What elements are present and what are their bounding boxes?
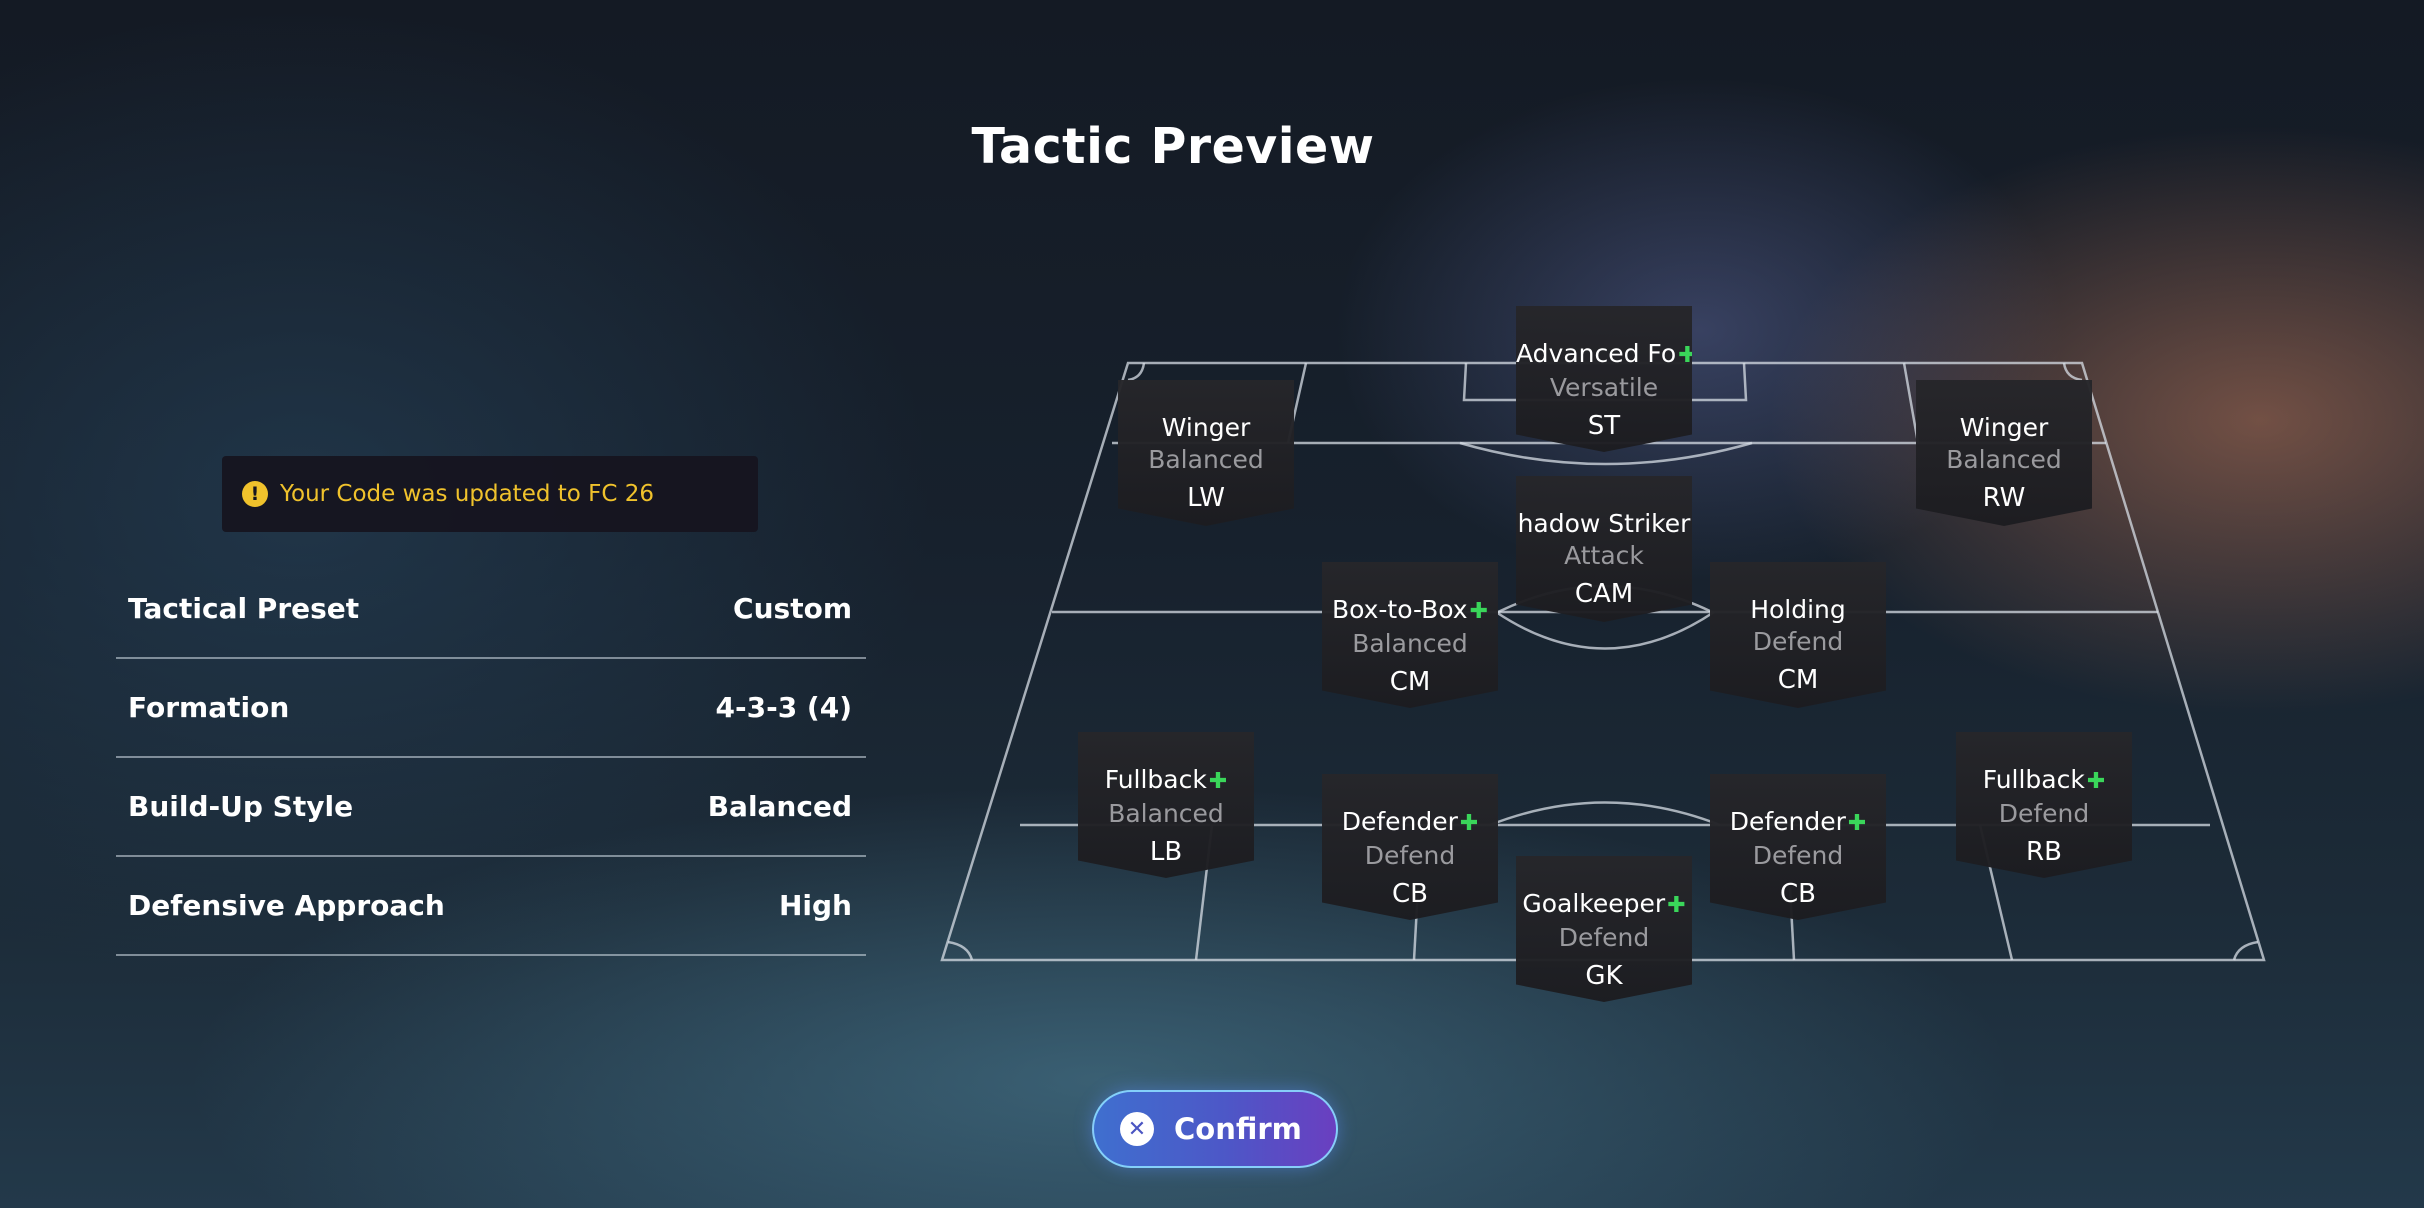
tactic-settings-list: Tactical Preset Custom Formation 4-3-3 (… (116, 560, 866, 956)
player-position: CB (1392, 879, 1428, 909)
penalty-box-top-right (1902, 362, 1920, 444)
setting-row-tactical-preset: Tactical Preset Custom (116, 560, 866, 659)
corner-arc-tr (2062, 362, 2083, 382)
player-position: CB (1780, 879, 1816, 909)
player-position: RW (1982, 483, 2026, 513)
player-role: Holding (1750, 595, 1846, 624)
plus-icon: ✚ (1469, 599, 1489, 624)
player-style: Balanced (1148, 445, 1264, 474)
player-position: LB (1149, 837, 1183, 867)
player-card-cb-right[interactable]: Defender✚ Defend CB (1710, 774, 1886, 920)
setting-row-defensive-approach: Defensive Approach High (116, 857, 866, 956)
player-position: CAM (1574, 579, 1634, 609)
player-card-gk[interactable]: Goalkeeper✚ Defend GK (1516, 856, 1692, 1002)
player-role: Defender (1341, 807, 1458, 836)
player-style: Defend (1364, 841, 1456, 870)
player-style: Defend (1752, 627, 1844, 656)
player-card-lw[interactable]: Winger Balanced LW (1118, 380, 1294, 526)
player-style: Balanced (1352, 629, 1468, 658)
player-role: Goalkeeper (1522, 889, 1666, 918)
plus-icon: ✚ (1459, 811, 1479, 836)
player-position: CM (1389, 667, 1431, 697)
player-position: GK (1585, 961, 1623, 991)
setting-row-build-up-style: Build-Up Style Balanced (116, 758, 866, 857)
player-style: Versatile (1549, 373, 1659, 402)
player-style: Defend (1998, 799, 2090, 828)
player-role: Winger (1959, 413, 2049, 442)
player-card-cm-right[interactable]: Holding Defend CM (1710, 562, 1886, 708)
player-style: Balanced (1946, 445, 2062, 474)
player-position: CM (1777, 665, 1819, 695)
confirm-button[interactable]: ✕ Confirm (1092, 1090, 1338, 1168)
player-card-cm-left[interactable]: Box-to-Box✚ Balanced CM (1322, 562, 1498, 708)
player-position: LW (1187, 483, 1225, 513)
close-circle-icon: ✕ (1120, 1112, 1154, 1146)
confirm-label: Confirm (1174, 1112, 1302, 1146)
player-role: Fullback (1982, 765, 2085, 794)
plus-icon: ✚ (1847, 811, 1867, 836)
page-title: Tactic Preview (971, 118, 1375, 175)
setting-label: Defensive Approach (128, 889, 445, 922)
pitch-outline (940, 361, 2266, 962)
player-role: Box-to-Box (1331, 595, 1468, 624)
player-style: Attack (1564, 541, 1644, 570)
setting-value: Balanced (707, 790, 852, 823)
corner-arc-bl (947, 940, 974, 961)
setting-value: 4-3-3 (4) (715, 691, 852, 724)
setting-label: Tactical Preset (128, 592, 360, 625)
penalty-arc-bottom (1489, 801, 1721, 827)
player-card-lb[interactable]: Fullback✚ Balanced LB (1078, 732, 1254, 878)
player-card-cam[interactable]: hadow Striker Attack CAM (1516, 476, 1692, 622)
plus-icon: ✚ (1208, 769, 1228, 794)
player-style: Balanced (1108, 799, 1224, 828)
penalty-arc-top (1459, 441, 1753, 466)
corner-arc-tl (1127, 362, 1146, 382)
exclamation-icon: ! (242, 481, 268, 507)
player-position: RB (2026, 837, 2062, 867)
corner-arc-br (2232, 940, 2259, 961)
center-circle-bottom (1495, 610, 1715, 650)
player-card-rw[interactable]: Winger Balanced RW (1916, 380, 2092, 526)
player-card-rb[interactable]: Fullback✚ Defend RB (1956, 732, 2132, 878)
setting-row-formation: Formation 4-3-3 (4) (116, 659, 866, 758)
player-style: Defend (1558, 923, 1650, 952)
update-notice: ! Your Code was updated to FC 26 (222, 456, 758, 532)
setting-label: Build-Up Style (128, 790, 354, 823)
setting-value: Custom (733, 592, 852, 625)
player-position: ST (1587, 411, 1621, 441)
notice-text: Your Code was updated to FC 26 (280, 481, 655, 507)
player-card-st[interactable]: Advanced Fo✚ Versatile ST (1516, 306, 1692, 452)
plus-icon: ✚ (1667, 893, 1686, 918)
player-role: Advanced Fo (1516, 339, 1677, 368)
player-role: Fullback (1104, 765, 1207, 794)
player-role: Winger (1161, 413, 1251, 442)
setting-value: High (778, 889, 852, 922)
player-role: Defender (1729, 807, 1846, 836)
player-card-cb-left[interactable]: Defender✚ Defend CB (1322, 774, 1498, 920)
player-role: hadow Striker (1517, 509, 1691, 538)
setting-label: Formation (128, 691, 290, 724)
plus-icon: ✚ (1678, 343, 1692, 368)
plus-icon: ✚ (2086, 769, 2106, 794)
player-style: Defend (1752, 841, 1844, 870)
